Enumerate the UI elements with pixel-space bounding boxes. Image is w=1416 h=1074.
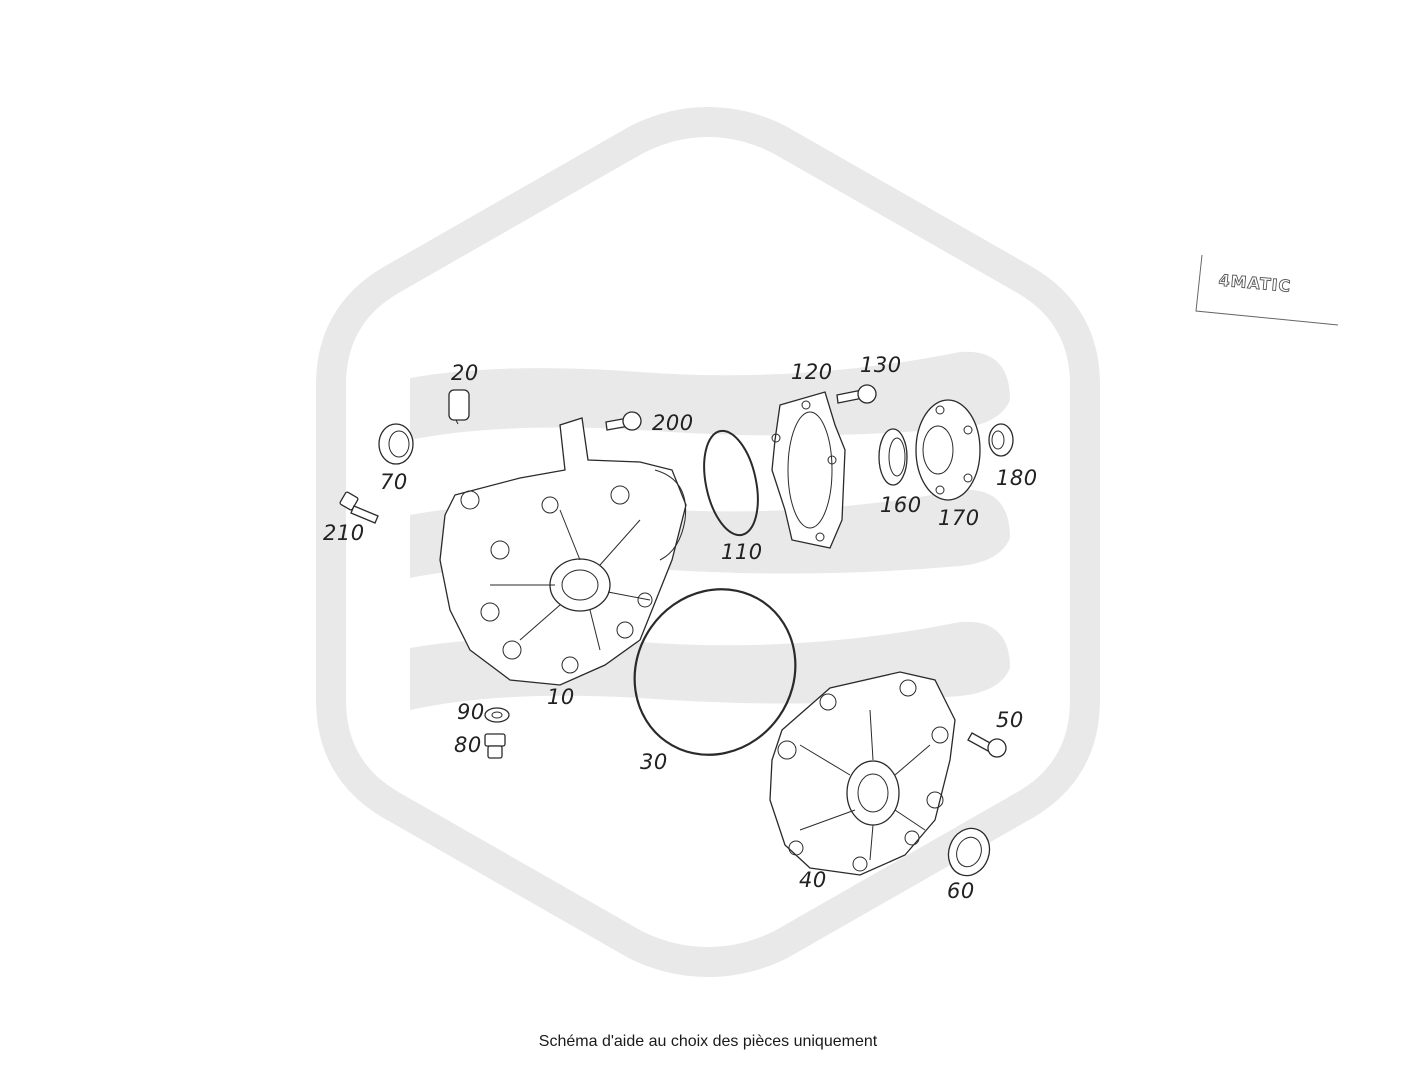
callout-160[interactable]: 160 <box>880 493 922 517</box>
4matic-badge: 4MATIC <box>1195 254 1339 326</box>
diagram-caption: Schéma d'aide au choix des pièces unique… <box>538 1033 878 1050</box>
callout-20[interactable]: 20 <box>451 361 479 385</box>
part-160-seal[interactable] <box>878 428 908 486</box>
part-30-oring[interactable] <box>602 558 827 787</box>
callout-210[interactable]: 210 <box>323 521 365 545</box>
callouts: 20 70 210 200 10 90 80 30 110 120 130 16… <box>323 353 1038 903</box>
callout-90[interactable]: 90 <box>457 700 485 724</box>
callout-70[interactable]: 70 <box>380 470 408 494</box>
part-70-seal[interactable] <box>378 423 414 465</box>
callout-130[interactable]: 130 <box>860 353 902 377</box>
part-60-seal[interactable] <box>942 823 996 882</box>
callout-200[interactable]: 200 <box>652 411 694 435</box>
callout-110[interactable]: 110 <box>721 540 763 564</box>
callout-80[interactable]: 80 <box>454 733 482 757</box>
callout-50[interactable]: 50 <box>996 708 1024 732</box>
part-170-flange[interactable] <box>915 399 981 501</box>
part-200-bolt[interactable] <box>605 411 642 431</box>
part-10-housing[interactable] <box>439 417 687 686</box>
part-90-washer[interactable] <box>484 707 510 723</box>
callout-120[interactable]: 120 <box>791 360 833 384</box>
part-80-plug[interactable] <box>484 733 506 759</box>
4matic-badge-text: 4MATIC <box>1218 271 1292 296</box>
part-50-bolt[interactable] <box>967 732 1007 758</box>
part-20-plug[interactable] <box>448 389 470 425</box>
part-40-cover[interactable] <box>769 671 956 876</box>
callout-30[interactable]: 30 <box>640 750 668 774</box>
callout-180[interactable]: 180 <box>996 466 1038 490</box>
callout-40[interactable]: 40 <box>799 868 827 892</box>
callout-60[interactable]: 60 <box>947 879 975 903</box>
callout-10[interactable]: 10 <box>547 685 575 709</box>
part-120-gasket[interactable] <box>771 391 846 549</box>
part-130-bolt[interactable] <box>836 384 877 404</box>
callout-170[interactable]: 170 <box>938 506 980 530</box>
part-180-nut[interactable] <box>988 423 1014 457</box>
part-210-bolt[interactable] <box>339 491 379 524</box>
part-110-oring[interactable] <box>696 426 767 540</box>
